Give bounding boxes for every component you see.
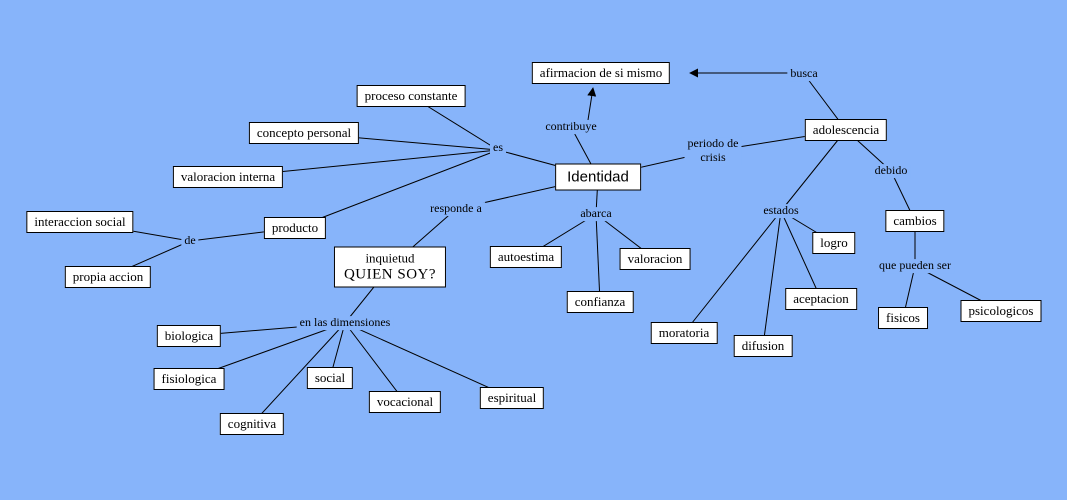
edge-line	[344, 322, 406, 403]
edge-line	[344, 322, 513, 399]
node-valoracion-interna[interactable]: valoracion interna	[172, 166, 284, 188]
node-autoestima[interactable]: autoestima	[489, 246, 563, 268]
link-label-contribuye[interactable]: contribuye	[542, 119, 600, 134]
node-vocacional[interactable]: vocacional	[368, 391, 442, 413]
node-cambios[interactable]: cambios	[885, 210, 945, 232]
node-propia-accion[interactable]: propia accion	[64, 266, 152, 288]
inquietud-line1: inquietud	[365, 250, 415, 266]
edge-line	[251, 322, 346, 425]
node-confianza[interactable]: confianza	[566, 291, 634, 313]
node-proceso-constante[interactable]: proceso constante	[356, 85, 466, 107]
node-espiritual[interactable]: espiritual	[479, 387, 545, 409]
node-logro[interactable]: logro	[812, 232, 856, 254]
node-aceptacion[interactable]: aceptacion	[785, 288, 857, 310]
node-producto[interactable]: producto	[263, 217, 327, 239]
edge-line	[294, 149, 499, 229]
node-interaccion-social[interactable]: interaccion social	[26, 211, 134, 233]
node-valoracion[interactable]: valoracion	[619, 248, 691, 270]
node-inquietud-quien-soy[interactable]: inquietud QUIEN SOY?	[333, 246, 447, 288]
link-label-estados[interactable]: estados	[760, 203, 802, 218]
link-label-busca[interactable]: busca	[787, 66, 821, 81]
link-label-periodo-de-crisis[interactable]: periodo de crisis	[684, 136, 742, 165]
node-fisiologica[interactable]: fisiologica	[153, 368, 225, 390]
node-moratoria[interactable]: moratoria	[650, 322, 718, 344]
node-psicologicos[interactable]: psicologicos	[960, 300, 1042, 322]
node-identidad[interactable]: Identidad	[555, 163, 641, 191]
link-label-que-pueden-ser[interactable]: que pueden ser	[876, 258, 954, 273]
link-label-debido[interactable]: debido	[871, 163, 911, 178]
edge-line	[683, 210, 782, 334]
link-label-abarca[interactable]: abarca	[577, 206, 615, 221]
edge-line	[595, 213, 601, 303]
link-label-es[interactable]: es	[490, 140, 506, 155]
link-label-periodo-line2: crisis	[700, 150, 726, 164]
edge-arrow-contribuye	[587, 87, 597, 121]
edge-line	[780, 210, 822, 300]
node-adolescencia[interactable]: adolescencia	[804, 119, 888, 141]
link-label-de[interactable]: de	[181, 233, 199, 248]
edge-line	[762, 210, 782, 347]
node-difusion[interactable]: difusion	[733, 335, 793, 357]
node-afirmacion-de-si-mismo[interactable]: afirmacion de si mismo	[531, 62, 671, 84]
link-label-responde-a[interactable]: responde a	[427, 201, 485, 216]
edge-lines	[79, 68, 1002, 425]
edge-line	[780, 129, 847, 212]
node-fisicos[interactable]: fisicos	[878, 307, 928, 329]
inquietud-line2: QUIEN SOY?	[343, 266, 437, 283]
link-label-periodo-line1: periodo de	[687, 136, 739, 151]
node-biologica[interactable]: biologica	[156, 325, 222, 347]
link-label-en-las-dimensiones[interactable]: en las dimensiones	[296, 315, 394, 330]
node-cognitiva[interactable]: cognitiva	[219, 413, 285, 435]
node-social[interactable]: social	[306, 367, 354, 389]
node-concepto-personal[interactable]: concepto personal	[248, 122, 360, 144]
